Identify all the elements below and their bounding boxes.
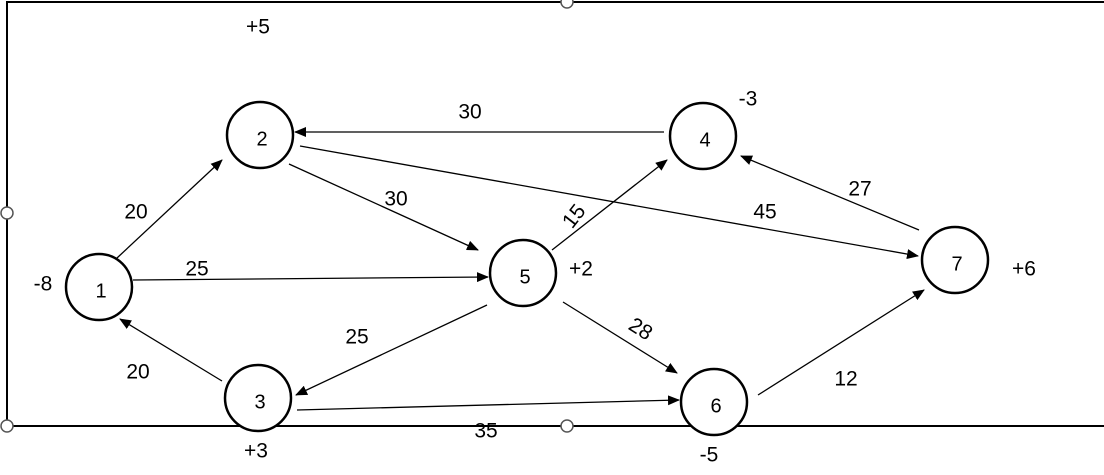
edge-2-7-weight: 45 <box>753 201 776 224</box>
edge-1-2-arrow <box>116 159 223 259</box>
resize-handle-bottom-center[interactable] <box>560 419 574 433</box>
node-7-supply: +6 <box>1012 258 1036 281</box>
edge-6-7-weight: 12 <box>834 368 857 391</box>
node-5-circle <box>488 238 558 308</box>
edge-5-6-weight: 28 <box>625 313 657 345</box>
node-5-supply: +2 <box>569 258 593 281</box>
edge-5-3-arrow <box>295 304 488 396</box>
node-4-supply: -3 <box>739 88 758 111</box>
node-1-label: 1 <box>95 280 106 302</box>
edge-5-6-arrow <box>562 301 678 374</box>
edge-1-5-weight: 25 <box>185 258 208 281</box>
resize-handle-middle-left[interactable] <box>0 206 14 220</box>
node-1-supply: -8 <box>34 273 53 296</box>
edge-4-2-weight: 30 <box>458 101 481 124</box>
node-2-circle <box>225 100 295 170</box>
edge-1-2-weight: 20 <box>124 201 147 224</box>
node-6-supply: -5 <box>700 444 719 467</box>
node-4-circle <box>668 101 738 171</box>
node-3-circle <box>223 363 293 433</box>
selection-frame[interactable] <box>0 0 1104 433</box>
edge-3-6-weight: 35 <box>474 420 497 443</box>
node-2-supply: +5 <box>246 16 270 39</box>
edge-5-4-arrow <box>551 159 668 251</box>
edge-3-6-arrow <box>296 395 680 411</box>
edges <box>116 127 925 411</box>
node-6-circle <box>679 367 749 437</box>
node-3-supply: +3 <box>244 440 268 463</box>
edge-7-4-arrow <box>740 155 920 231</box>
node-7-circle <box>920 225 990 295</box>
node-3-label: 3 <box>254 391 265 413</box>
edge-5-3-weight: 25 <box>345 326 368 349</box>
edge-3-1-arrow <box>119 318 223 382</box>
node-5-label: 5 <box>519 266 530 288</box>
edge-3-1-weight: 20 <box>126 361 149 384</box>
node-4-label: 4 <box>699 129 710 151</box>
edge-2-5-arrow <box>288 163 479 251</box>
node-7-label: 7 <box>951 253 962 275</box>
node-2-label: 2 <box>256 128 267 150</box>
edge-2-7-arrow <box>299 145 919 259</box>
node-6-label: 6 <box>710 395 721 417</box>
edge-1-5-arrow <box>132 272 489 283</box>
edge-2-5-weight: 30 <box>384 188 407 211</box>
edge-6-7-arrow <box>757 289 925 396</box>
node-1-circle <box>64 252 134 322</box>
resize-handle-top-center[interactable] <box>560 0 574 9</box>
edge-5-4-weight: 15 <box>558 200 591 233</box>
edge-7-4-weight: 27 <box>848 178 871 201</box>
resize-handle-bottom-left[interactable] <box>0 419 14 433</box>
